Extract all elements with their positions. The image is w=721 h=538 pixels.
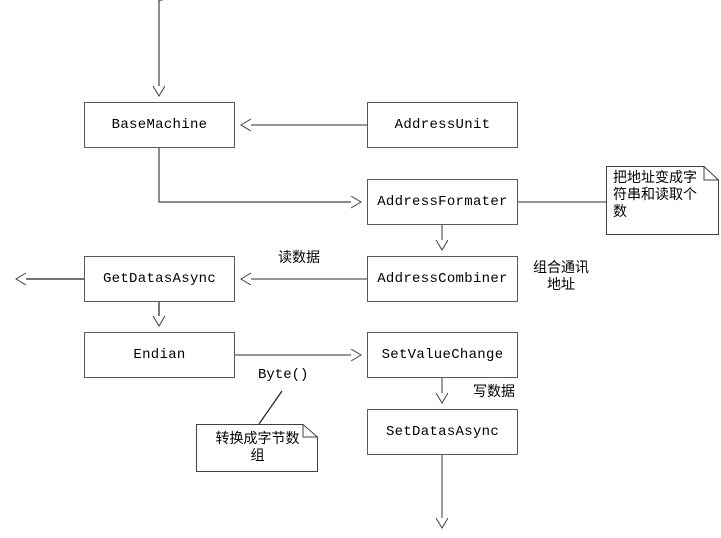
edge-note-byte-array-connector [258, 390, 283, 425]
node-get-datas-async[interactable]: GetDatasAsync [84, 256, 235, 302]
label-line: 地址 [547, 276, 575, 293]
node-label: SetDatasAsync [385, 424, 500, 440]
node-base-machine[interactable]: BaseMachine [84, 102, 235, 148]
label-combine-address: 组合通讯 地址 [533, 260, 589, 294]
node-label: AddressCombiner [377, 271, 508, 287]
note-line: 符串和读取个 [613, 187, 697, 204]
node-endian[interactable]: Endian [84, 332, 235, 378]
node-label: AddressFormater [377, 194, 508, 210]
note-shape [606, 166, 719, 235]
label-line: 组合通讯 [533, 260, 589, 276]
note-address-format[interactable]: 把地址变成字 符串和读取个 数 [606, 166, 719, 235]
node-label: SetValueChange [381, 347, 504, 363]
node-set-value-change[interactable]: SetValueChange [367, 332, 518, 378]
edge-inflow-to-base-machine [159, 0, 162, 96]
note-line: 组 [250, 448, 265, 464]
note-text: 转换成字节数 组 [196, 424, 318, 472]
node-label: GetDatasAsync [102, 271, 217, 287]
note-line: 转换成字节数 [215, 430, 300, 447]
label-read-data: 读数据 [278, 250, 320, 266]
node-address-formater[interactable]: AddressFormater [367, 179, 518, 225]
label-write-data: 写数据 [473, 384, 515, 400]
note-line: 数 [613, 204, 627, 221]
node-label: Endian [133, 347, 186, 363]
node-label: BaseMachine [111, 117, 208, 133]
note-line: 把地址变成字 [613, 170, 697, 186]
label-byte: Byte() [258, 367, 309, 383]
note-byte-array[interactable]: 转换成字节数 组 [196, 424, 318, 472]
node-label: AddressUnit [394, 117, 491, 133]
node-address-combiner[interactable]: AddressCombiner [367, 256, 518, 302]
node-set-datas-async[interactable]: SetDatasAsync [367, 409, 518, 455]
edge-base-machine-to-address-formater [158, 148, 361, 202]
note-shape [196, 424, 318, 472]
note-text: 把地址变成字 符串和读取个 数 [606, 166, 719, 235]
node-address-unit[interactable]: AddressUnit [367, 102, 518, 148]
